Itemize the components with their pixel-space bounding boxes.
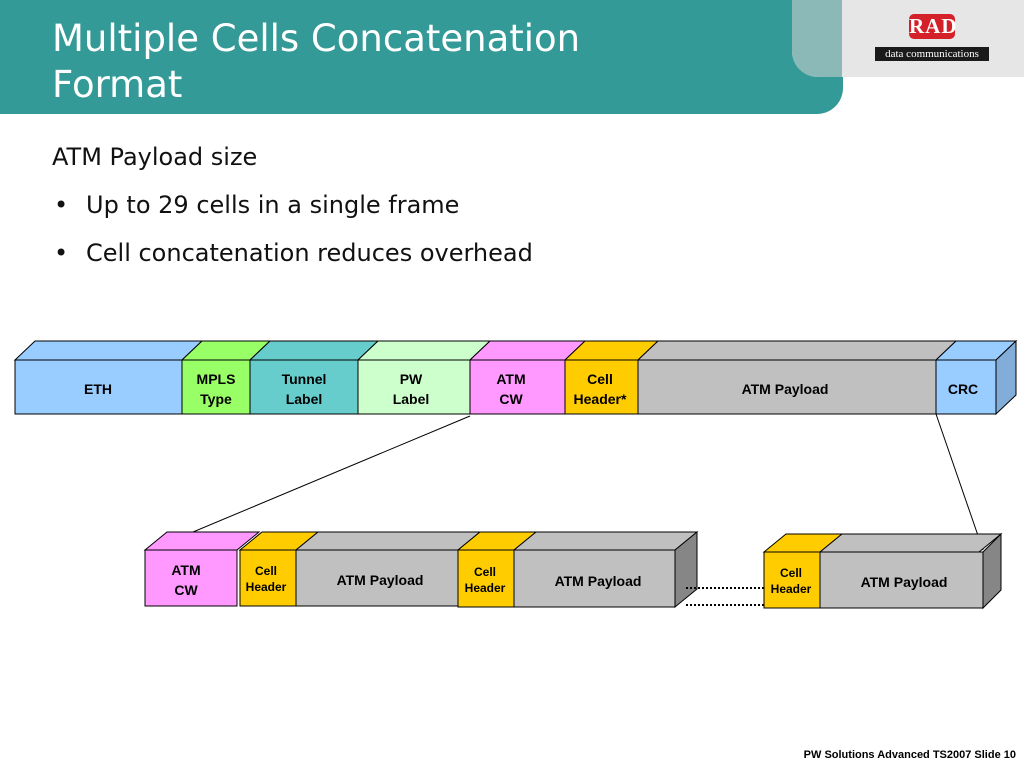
field-eth: ETH [13, 340, 204, 415]
bullet-icon: • [54, 239, 69, 267]
expansion-line-right [935, 413, 984, 551]
field-crc: CRC [934, 339, 1018, 416]
slide-footer: PW Solutions Advanced TS2007 Slide 10 [803, 749, 1016, 761]
cell-n-payload-label: ATM Payload [861, 574, 948, 590]
title-bar: Multiple Cells Concatenation Format [0, 0, 843, 114]
bullet-item: • Cell concatenation reduces overhead [52, 238, 752, 268]
bullet-item: • Up to 29 cells in a single frame [52, 190, 752, 220]
field-eth-label: ETH [84, 381, 112, 397]
field-atm-payload: ATM Payload [636, 340, 958, 415]
slide-title-line1: Multiple Cells Concatenation [52, 17, 581, 60]
slide-title-line2: Format [52, 63, 183, 106]
expansion-line-left [149, 415, 471, 551]
logo-panel-accent [792, 0, 842, 77]
slide-content: ATM Payload size • Up to 29 cells in a si… [52, 142, 752, 286]
content-heading: ATM Payload size [52, 143, 258, 171]
bullet-icon: • [54, 191, 69, 219]
rad-logo: RAD [909, 14, 958, 39]
slide-title: Multiple Cells Concatenation Format [52, 16, 772, 108]
field-atm-payload-label: ATM Payload [742, 381, 829, 397]
rad-logo-tagline: data communications [875, 47, 989, 61]
cell-1-payload-label: ATM Payload [337, 572, 424, 588]
field-crc-label: CRC [948, 381, 978, 397]
bullet-list: • Up to 29 cells in a single frame • Cell … [52, 190, 752, 268]
bullet-text: Up to 29 cells in a single frame [86, 191, 460, 219]
cell-2-payload-label: ATM Payload [555, 573, 642, 589]
bullet-text: Cell concatenation reduces overhead [86, 239, 533, 267]
